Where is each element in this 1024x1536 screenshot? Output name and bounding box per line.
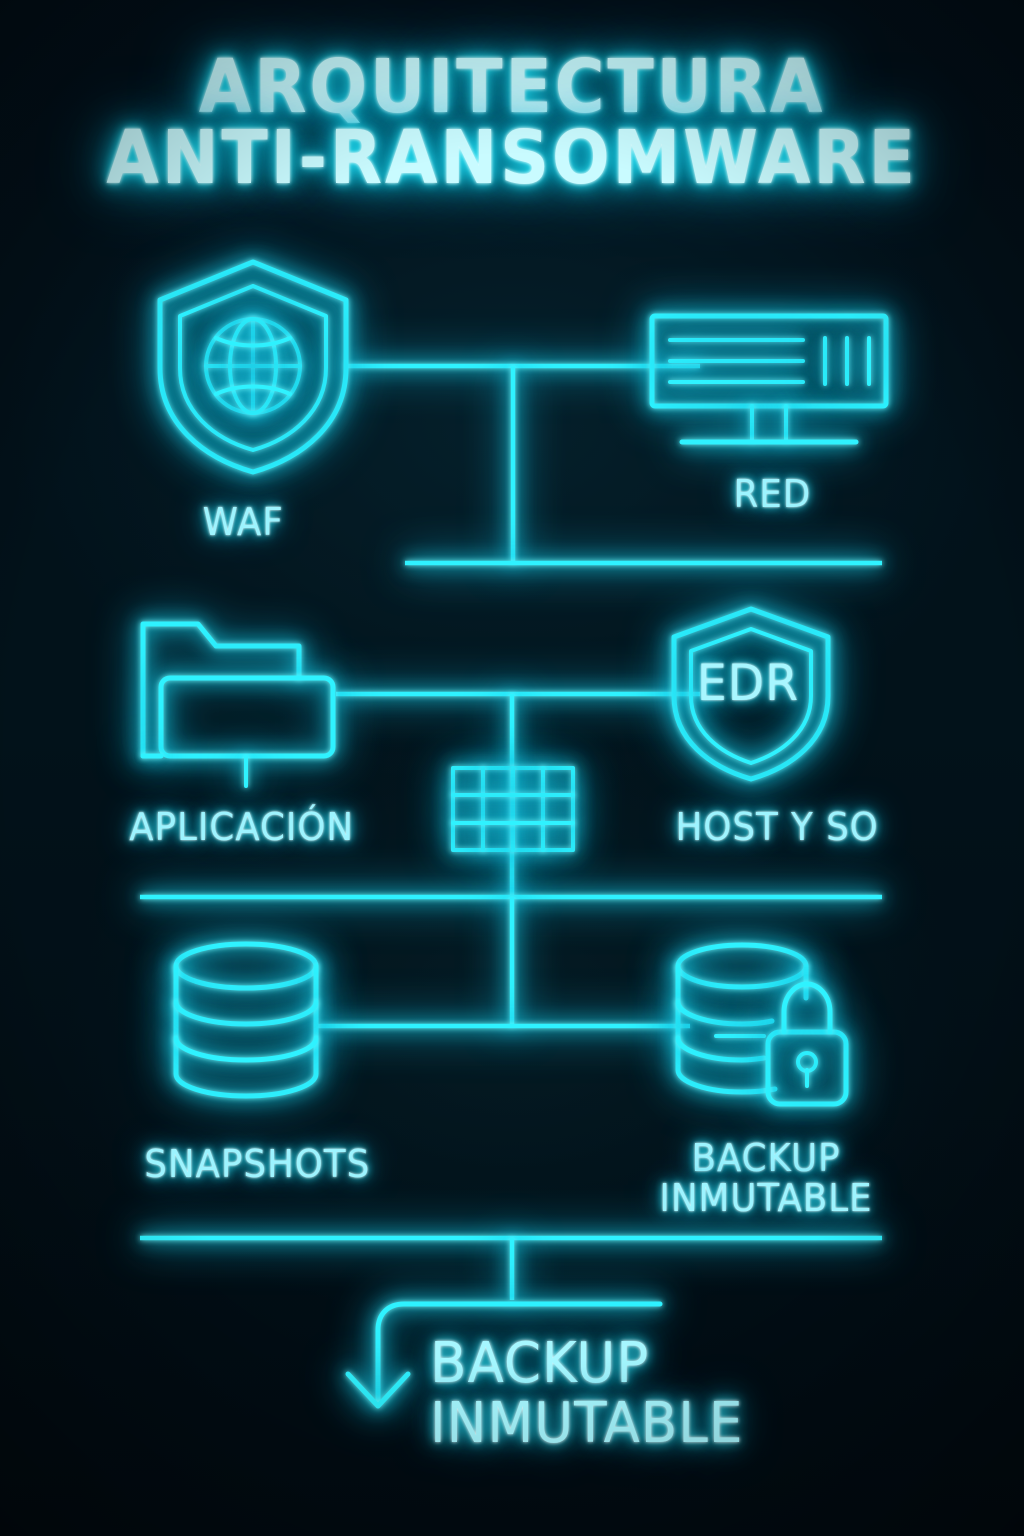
node-label-backup-line2: INMUTABLE <box>659 1176 873 1221</box>
shield-edr-icon <box>671 606 831 782</box>
server-monitor-icon <box>649 313 889 445</box>
node-label-backup: BACKUP INMUTABLE <box>625 1138 907 1219</box>
node-label-aplicacion: APLICACIÓN <box>129 805 355 849</box>
node-label-snapshots: SNAPSHOTS <box>144 1142 371 1186</box>
node-label-waf: WAF <box>202 500 284 544</box>
grid-icon <box>451 766 575 852</box>
database-lock-icon <box>675 942 849 1107</box>
database-icon <box>173 941 319 1099</box>
callout-text: BACKUP INMUTABLE <box>430 1331 962 1457</box>
node-label-red: RED <box>733 472 812 516</box>
callout-line-1: BACKUP <box>430 1331 650 1396</box>
folder-icon <box>140 621 336 788</box>
node-label-host: HOST Y SO <box>675 805 879 849</box>
node-label-backup-line1: BACKUP <box>691 1136 841 1180</box>
shield-globe-icon <box>157 259 349 475</box>
callout-line-2: INMUTABLE <box>430 1391 744 1457</box>
